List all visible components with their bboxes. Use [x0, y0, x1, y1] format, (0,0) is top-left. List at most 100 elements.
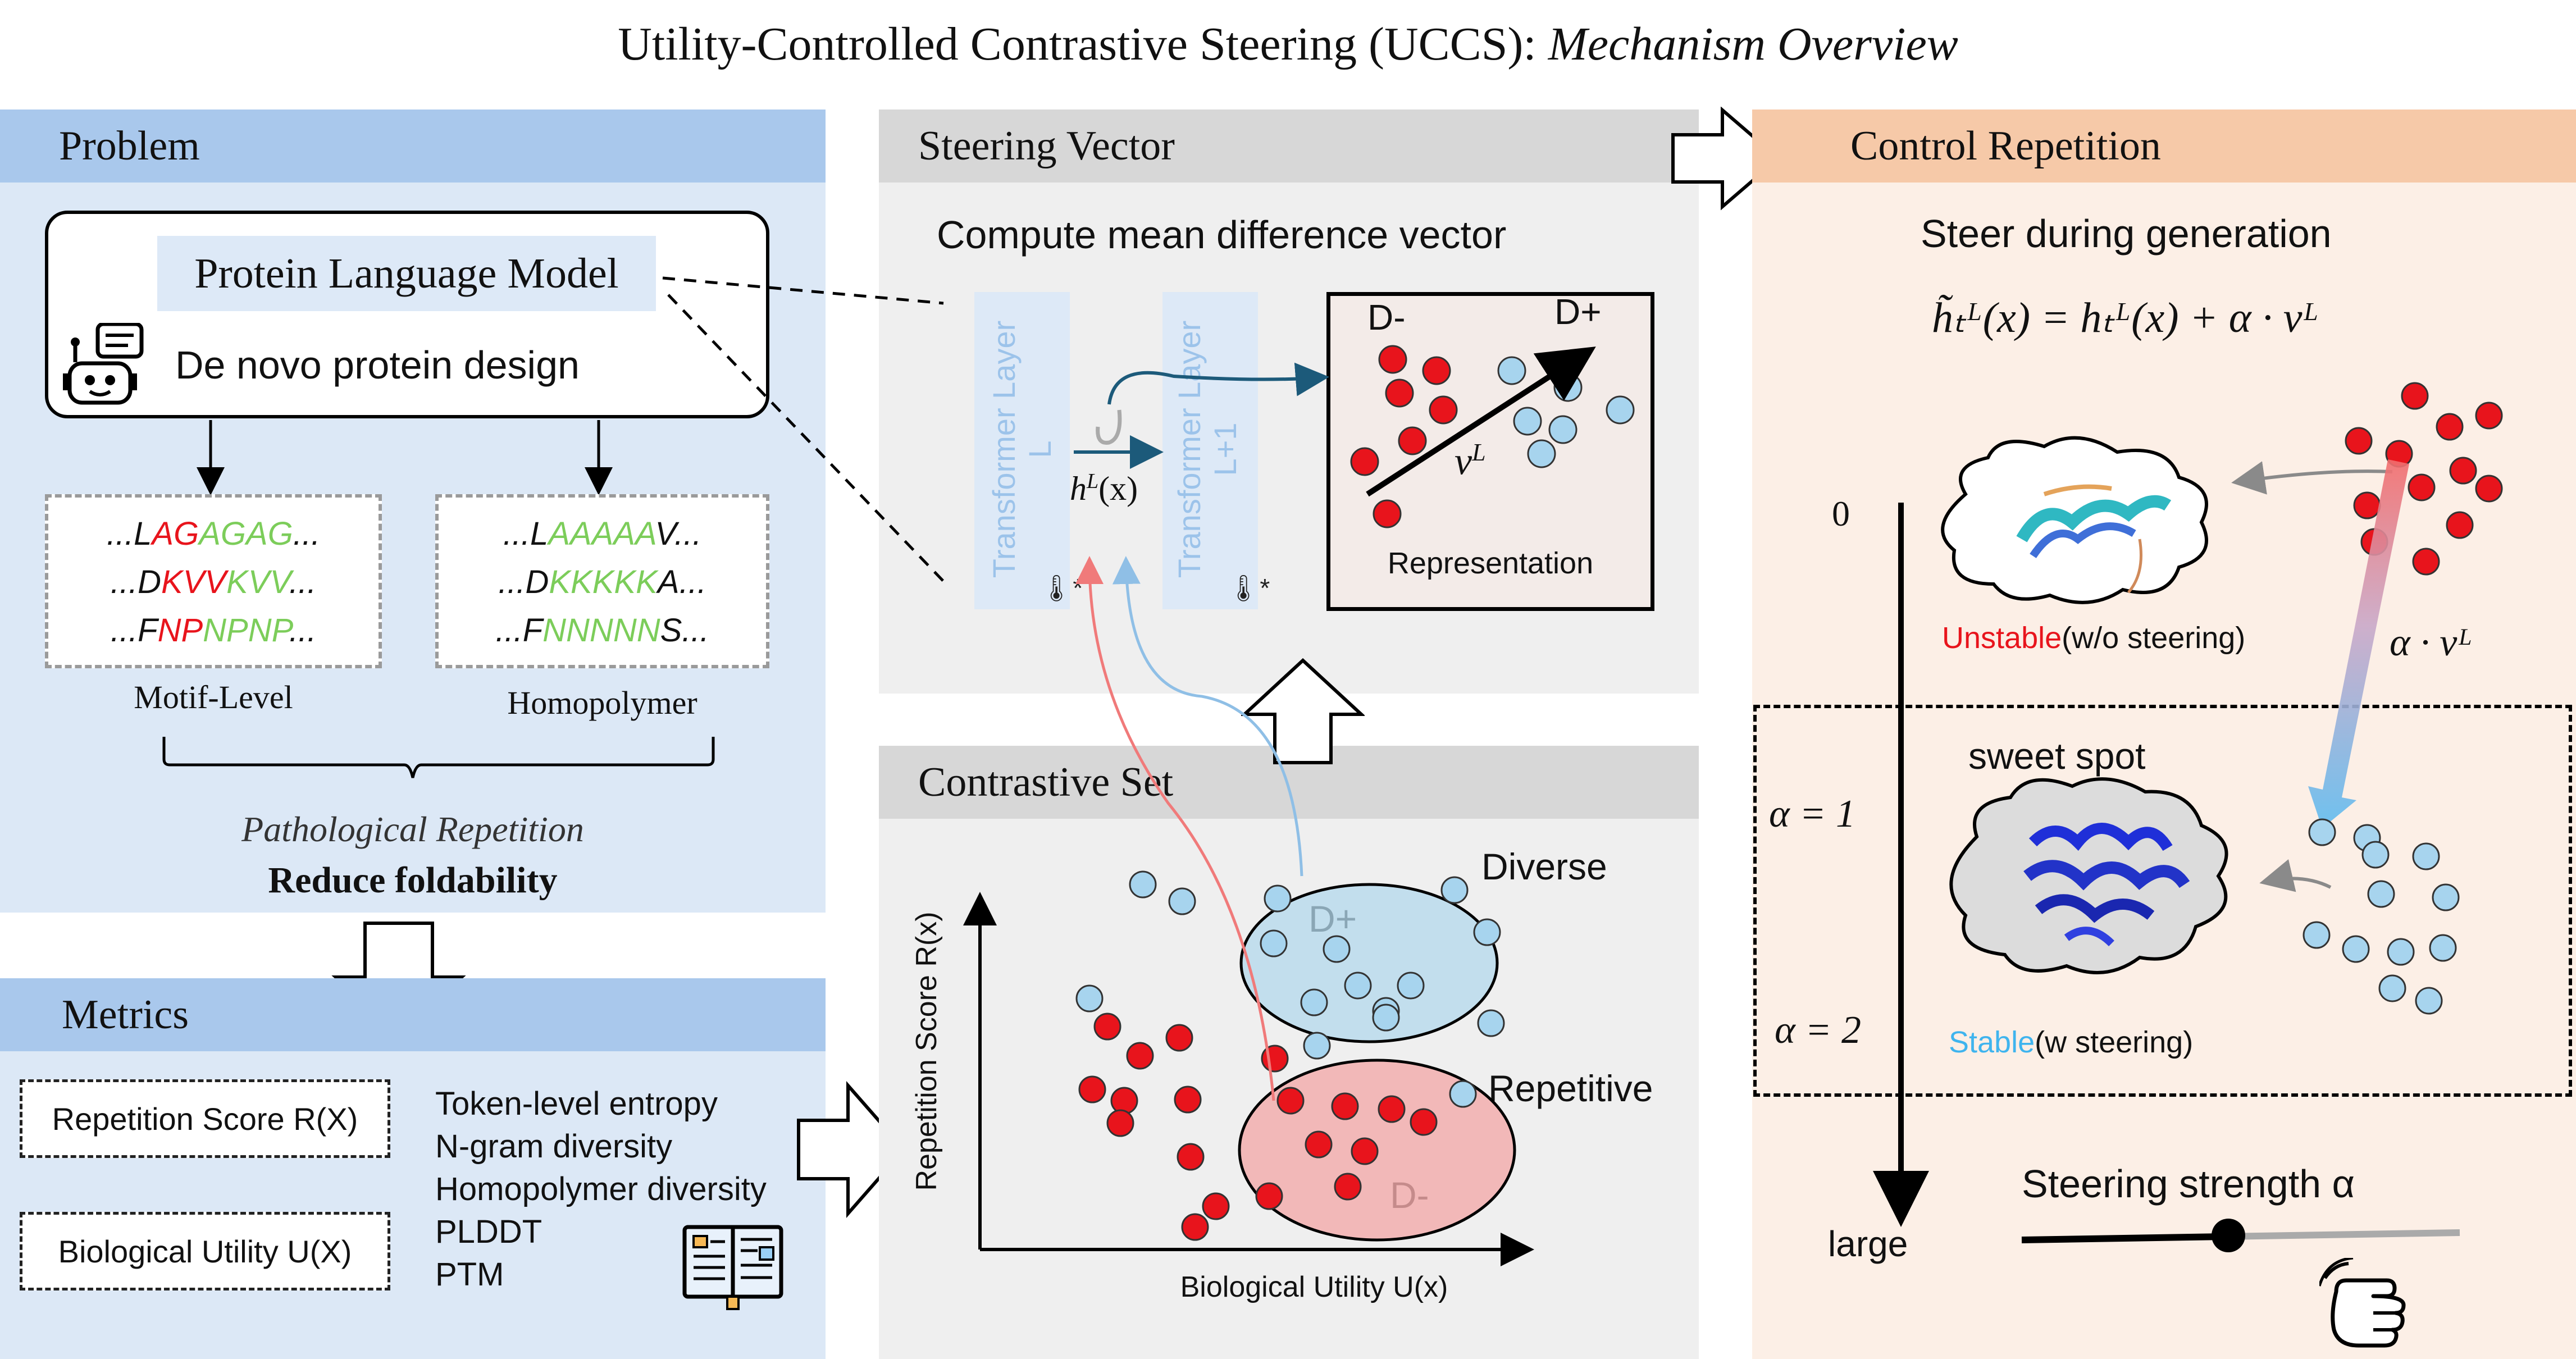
homo-seq-1: ...LAAAAAV...: [503, 516, 702, 552]
plm-task: De novo protein design: [175, 343, 580, 387]
title-main: Utility-Controlled Contrastive Steering …: [618, 18, 1548, 70]
set-red-dot: [1106, 1109, 1134, 1137]
hidden-state-label: hL(x): [1070, 469, 1138, 508]
repr-blue-dot: [1606, 395, 1635, 425]
unstable-text: Unstable: [1942, 621, 2062, 655]
set-blue-dot: [1449, 1080, 1477, 1108]
set-blue-dot: [1397, 972, 1425, 1000]
set-blue-dot: [1323, 935, 1351, 963]
alpha1-text: α = 1: [1769, 792, 1855, 836]
set-blue-dot: [1264, 884, 1292, 913]
set-red-dot: [1351, 1137, 1379, 1165]
plm-connector-bottom: [667, 294, 945, 582]
control-panel: Control Repetition: [1752, 110, 2576, 1359]
set-red-dot: [1255, 1182, 1283, 1210]
repetitive-label: Repetitive: [1488, 1067, 1653, 1110]
ctrl-red-dot: [2475, 402, 2503, 430]
steering-strength-text: Steering strength α: [2022, 1162, 2355, 1206]
hidden-arg: (x): [1098, 470, 1138, 507]
pathological-label: Pathological Repetition: [0, 809, 826, 850]
blue-flow-arrow: [1112, 556, 1303, 877]
steering-strength-label: Steering strength α: [2022, 1161, 2355, 1206]
steering-gradient-arrow: [2308, 459, 2409, 828]
set-blue-dot: [1473, 918, 1501, 946]
sweet-spot-label: sweet spot: [1968, 735, 2146, 777]
homopolymer-text: Homopolymer: [507, 685, 697, 721]
ctrl-blue-dot: [2387, 938, 2415, 966]
set-red-dot: [1126, 1042, 1154, 1070]
ctrl-red-dot: [2436, 413, 2464, 441]
stable-label: Stable(w steering): [1949, 1025, 2193, 1060]
x-axis-label: Biological Utility U(x): [977, 1270, 1651, 1304]
figure-title: Utility-Controlled Contrastive Steering …: [0, 17, 2576, 71]
ctrl-red-dot: [2475, 475, 2503, 503]
set-red-dot: [1334, 1173, 1362, 1201]
alpha-v-text: α · vᴸ: [2390, 621, 2473, 664]
set-blue-dot: [1168, 887, 1196, 915]
plm-label: Protein Language Model: [157, 236, 656, 311]
robot-icon: [63, 322, 147, 407]
ctrl-blue-dot: [2361, 841, 2390, 869]
brace: [162, 737, 715, 778]
control-red-dots: [2345, 382, 2503, 576]
motif-level-text: Motif-Level: [134, 679, 293, 715]
repr-red-dot: [1398, 426, 1427, 455]
metric-item: N-gram diversity: [435, 1128, 673, 1165]
repr-blue-dot: [1548, 415, 1577, 444]
diverse-text: Diverse: [1481, 846, 1607, 887]
repr-red-dot: [1350, 447, 1379, 476]
ctrl-red-dot: [2446, 511, 2474, 539]
snowflake-thermometer-icon: 🌡*: [1227, 573, 1270, 603]
steering-subtitle: Compute mean difference vector: [937, 212, 1506, 257]
metrics-header: Metrics: [0, 978, 826, 1051]
motif-sequence-box: ...LAGAGAG... ...DKVVKVV... ...FNPNPNP..…: [45, 494, 382, 668]
alpha-v-label: α · vᴸ: [2390, 621, 2473, 665]
repr-blue-dot: [1513, 407, 1542, 436]
repr-red-dot: [1373, 499, 1402, 528]
repr-d-minus-text: D-: [1367, 297, 1406, 338]
set-red-dot: [1276, 1087, 1305, 1115]
set-blue-dot: [1300, 988, 1328, 1016]
ctrl-blue-dot: [2415, 987, 2443, 1015]
homopolymer-label: Homopolymer: [435, 684, 769, 722]
hidden-sup: L: [1087, 469, 1099, 493]
zero-text: 0: [1832, 494, 1850, 533]
set-red-dot: [1093, 1013, 1121, 1041]
metric-item: Homopolymer diversity: [435, 1171, 767, 1207]
ctrl-red-dot: [2401, 382, 2429, 410]
ctrl-blue-dot: [2367, 880, 2395, 908]
ctrl-blue-dot: [2412, 842, 2440, 870]
plm-down-arrows: [162, 420, 715, 778]
contrastive-blue-dots: [1075, 870, 1505, 1108]
representation-text: Representation: [1387, 546, 1594, 580]
control-blue-dots: [2303, 818, 2460, 1015]
set-red-dot: [1202, 1192, 1230, 1220]
representation-box: [1326, 292, 1654, 611]
set-red-dot: [1410, 1108, 1438, 1136]
metrics-to-contrastive-arrow: [797, 1081, 906, 1218]
repetition-score-text: Repetition Score R(X): [52, 1101, 358, 1137]
ctrl-blue-dot: [2303, 921, 2331, 949]
metric-item: PLDDT: [435, 1214, 542, 1250]
unstable-protein-helix: [2016, 484, 2172, 594]
ctrl-blue-dot: [2429, 934, 2457, 962]
motif-seq-1: ...LAGAGAG...: [106, 516, 321, 552]
label-alpha1: α = 1: [1769, 792, 1855, 837]
large-text: large: [1828, 1224, 1908, 1264]
biological-utility-box: Biological Utility U(X): [20, 1212, 390, 1290]
ctrl-red-dot: [2353, 491, 2381, 519]
representation-label: Representation: [1326, 546, 1654, 581]
repr-blue-dot: [1527, 439, 1556, 468]
ctrl-blue-dot: [2432, 883, 2460, 911]
steering-header: Steering Vector: [879, 110, 1699, 183]
sweet-spot-box: [1753, 705, 2572, 1097]
steering-vector-arrow: [1366, 346, 1596, 497]
set-blue-dot: [1075, 984, 1104, 1013]
ctrl-blue-dot: [2308, 818, 2336, 846]
steering-header-label: Steering Vector: [918, 122, 1175, 169]
stable-grey-arrow: [2259, 859, 2332, 892]
metrics-header-label: Metrics: [62, 991, 189, 1038]
problem-header: Problem: [0, 110, 826, 183]
transformer-layer-l: [974, 292, 1070, 609]
